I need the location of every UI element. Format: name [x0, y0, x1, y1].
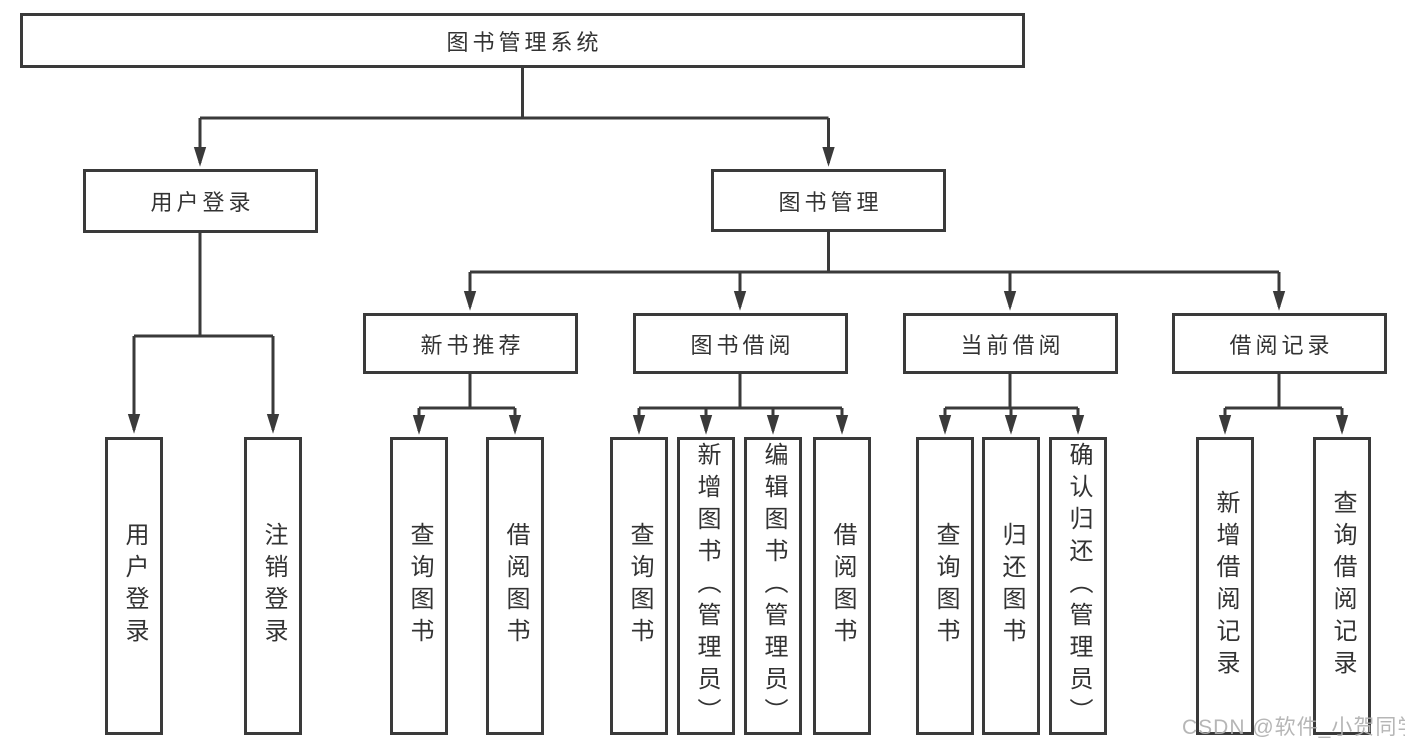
leaf-user-login: 用户登录: [105, 437, 163, 735]
node-current-borrow: 当前借阅: [903, 313, 1118, 374]
leaf-logout: 注销登录: [244, 437, 302, 735]
leaf-query-books-borrow: 查询图书: [610, 437, 668, 735]
leaf-query-books-recommend: 查询图书: [390, 437, 448, 735]
leaf-query-books-current: 查询图书: [916, 437, 974, 735]
leaf-query-borrow-record: 查询借阅记录: [1313, 437, 1371, 735]
node-new-book-recommend: 新书推荐: [363, 313, 578, 374]
leaf-edit-book-admin: 编辑图书（管理员）: [744, 437, 802, 735]
leaf-borrow-books-recommend: 借阅图书: [486, 437, 544, 735]
leaf-add-book-admin: 新增图书（管理员）: [677, 437, 735, 735]
node-book-management-system: 图书管理系统: [20, 13, 1025, 68]
leaf-borrow-books-borrow: 借阅图书: [813, 437, 871, 735]
leaf-add-borrow-record: 新增借阅记录: [1196, 437, 1254, 735]
csdn-watermark: CSDN @软件_小贺同学: [1182, 716, 1405, 739]
leaf-confirm-return-admin: 确认归还（管理员）: [1049, 437, 1107, 735]
leaf-return-book: 归还图书: [982, 437, 1040, 735]
node-book-management: 图书管理: [711, 169, 946, 232]
node-user-login: 用户登录: [83, 169, 318, 233]
node-borrow-records: 借阅记录: [1172, 313, 1387, 374]
node-book-borrow: 图书借阅: [633, 313, 848, 374]
